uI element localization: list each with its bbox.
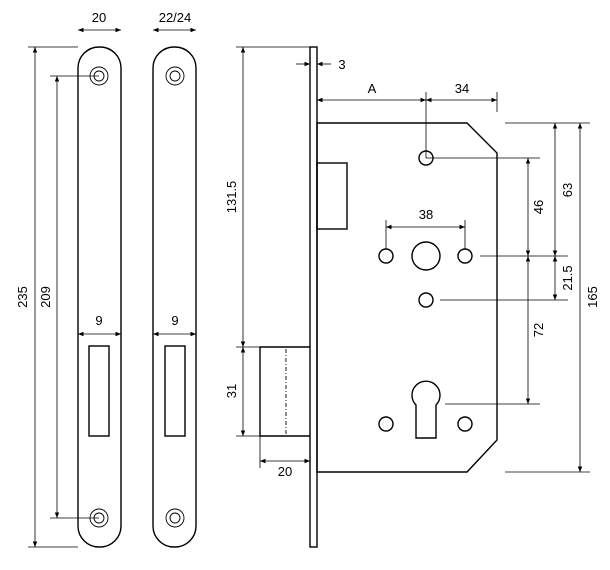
dim-slot-width-right: 9	[171, 313, 178, 328]
dim-latch-height-from-top: 131.5	[224, 181, 239, 214]
dim-plate-width: 20	[92, 10, 106, 25]
dim-46: 46	[531, 200, 546, 214]
dim-faceplate-thickness: 3	[338, 57, 345, 72]
strike-plate-left	[77, 46, 122, 548]
dim-latch-height: 31	[224, 384, 239, 398]
lock-body	[259, 46, 498, 548]
dim-plate-width-alt: 22/24	[159, 10, 192, 25]
dim-63: 63	[560, 183, 575, 197]
dim-backset: A	[368, 81, 377, 96]
dimension-lines	[28, 27, 590, 548]
strike-plate-right	[152, 46, 197, 548]
dim-case-height: 165	[585, 286, 600, 308]
dim-screw-spacing: 209	[38, 286, 53, 308]
dim-21-5: 21.5	[560, 265, 575, 290]
dim-hole-spacing: 38	[419, 207, 433, 222]
dim-latch-projection: 20	[278, 464, 292, 479]
dim-plate-length: 235	[15, 286, 30, 308]
dim-spindle-to-edge: 34	[455, 81, 469, 96]
dim-72: 72	[531, 323, 546, 337]
dim-slot-width-left: 9	[95, 313, 102, 328]
